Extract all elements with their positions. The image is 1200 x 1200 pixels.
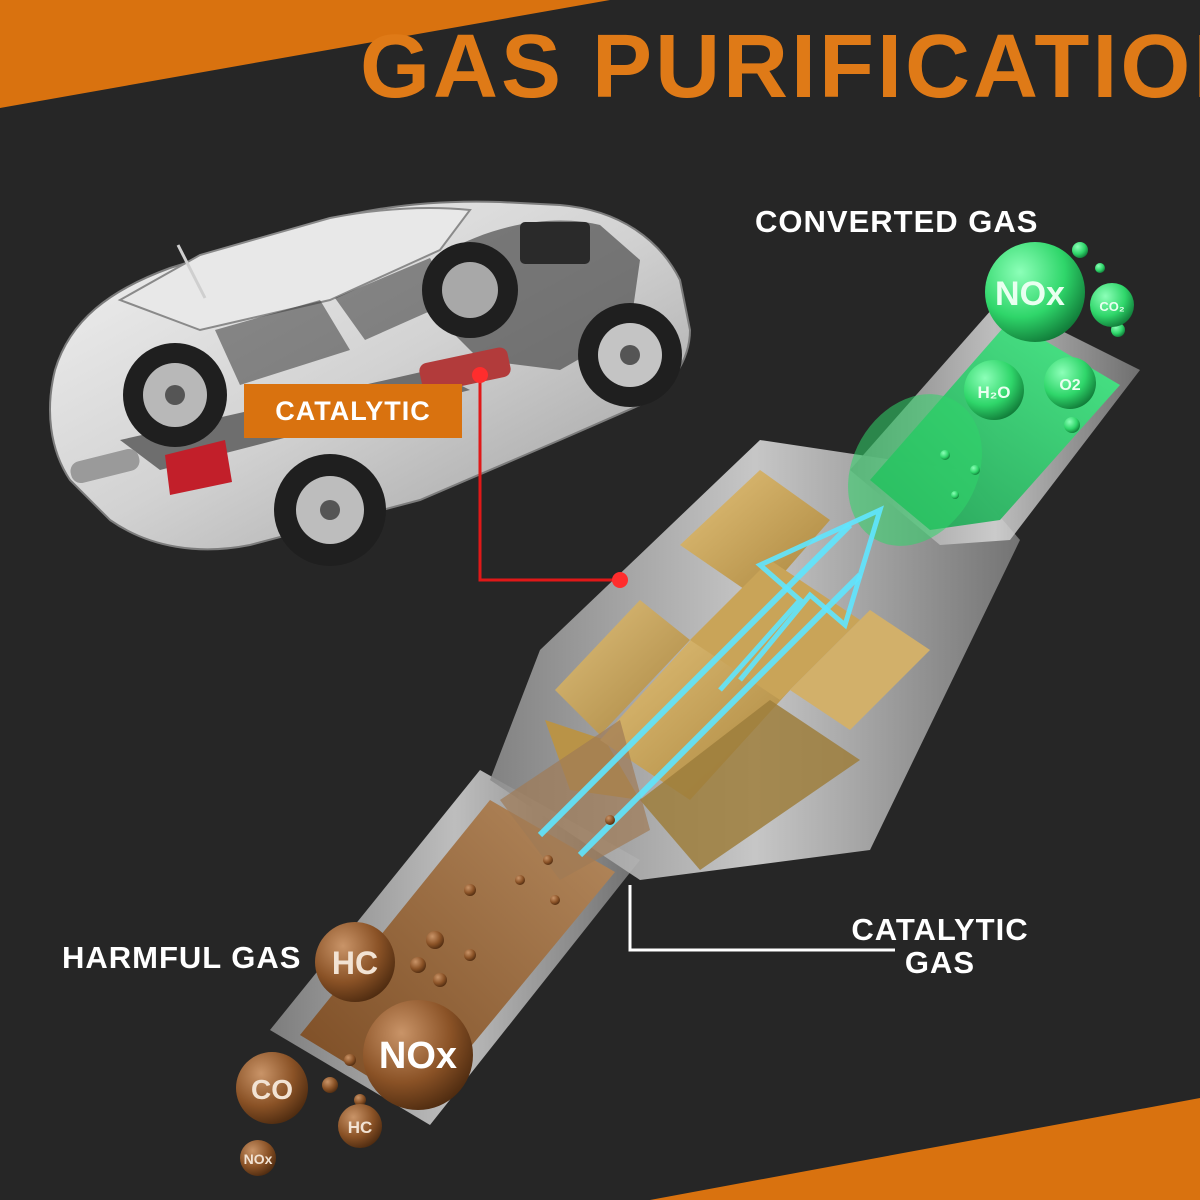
- harmful-small-bubbles: [322, 815, 615, 1106]
- flow-arrows: [537, 505, 885, 858]
- converted-molecules: [964, 242, 1134, 420]
- car-front-wheel: [422, 242, 518, 338]
- molecule-converted-nox: [985, 242, 1085, 342]
- catalytic-gas-label-line2: GAS: [904, 944, 976, 980]
- car-illustration: [49, 200, 692, 566]
- molecule-hc-small: [338, 1104, 382, 1148]
- molecule-co2: [1090, 283, 1134, 327]
- molecule-co: [236, 1052, 308, 1124]
- harmful-label-nox: NOx: [379, 1035, 457, 1077]
- top-left-accent-band: [0, 0, 610, 108]
- catalytic-gas-label-line1: CATALYTIC: [851, 912, 1029, 947]
- molecule-nox-small: [240, 1140, 276, 1176]
- converted-label-nox: NOx: [995, 275, 1065, 313]
- harmful-label-hc-small: HC: [348, 1118, 373, 1137]
- car-front-wheel-2: [578, 303, 682, 407]
- page-title: GAS PURIFICATION: [360, 17, 1200, 117]
- catalytic-badge: CATALYTIC: [244, 384, 462, 438]
- molecule-o2: [1044, 357, 1096, 409]
- converted-label-o2: O2: [1059, 377, 1080, 394]
- converted-label-h2o: H₂O: [977, 383, 1010, 402]
- molecule-h2o: [964, 360, 1024, 420]
- converted-gas-label: CONVERTED GAS: [755, 204, 1039, 239]
- catalytic-pointer: [472, 367, 628, 588]
- molecule-nox-large: [363, 1000, 473, 1110]
- harmful-gas-label: HARMFUL GAS: [62, 940, 302, 975]
- car-rear-wheel: [123, 343, 227, 447]
- harmful-label-hc: HC: [332, 945, 378, 981]
- harmful-label-co: CO: [251, 1074, 293, 1105]
- bottom-right-accent-band: [650, 1098, 1200, 1200]
- converted-label-co2: CO₂: [1099, 299, 1125, 314]
- catalytic-gas-pointer: [628, 885, 895, 952]
- converted-small-bubbles: [940, 242, 1125, 499]
- harmful-molecules: [236, 922, 473, 1176]
- car-rear-wheel-2: [274, 454, 386, 566]
- catalytic-gas-label: CATALYTIC GAS: [820, 912, 1060, 980]
- molecule-hc-large: [315, 922, 395, 1002]
- harmful-label-nox-small: NOx: [244, 1151, 273, 1167]
